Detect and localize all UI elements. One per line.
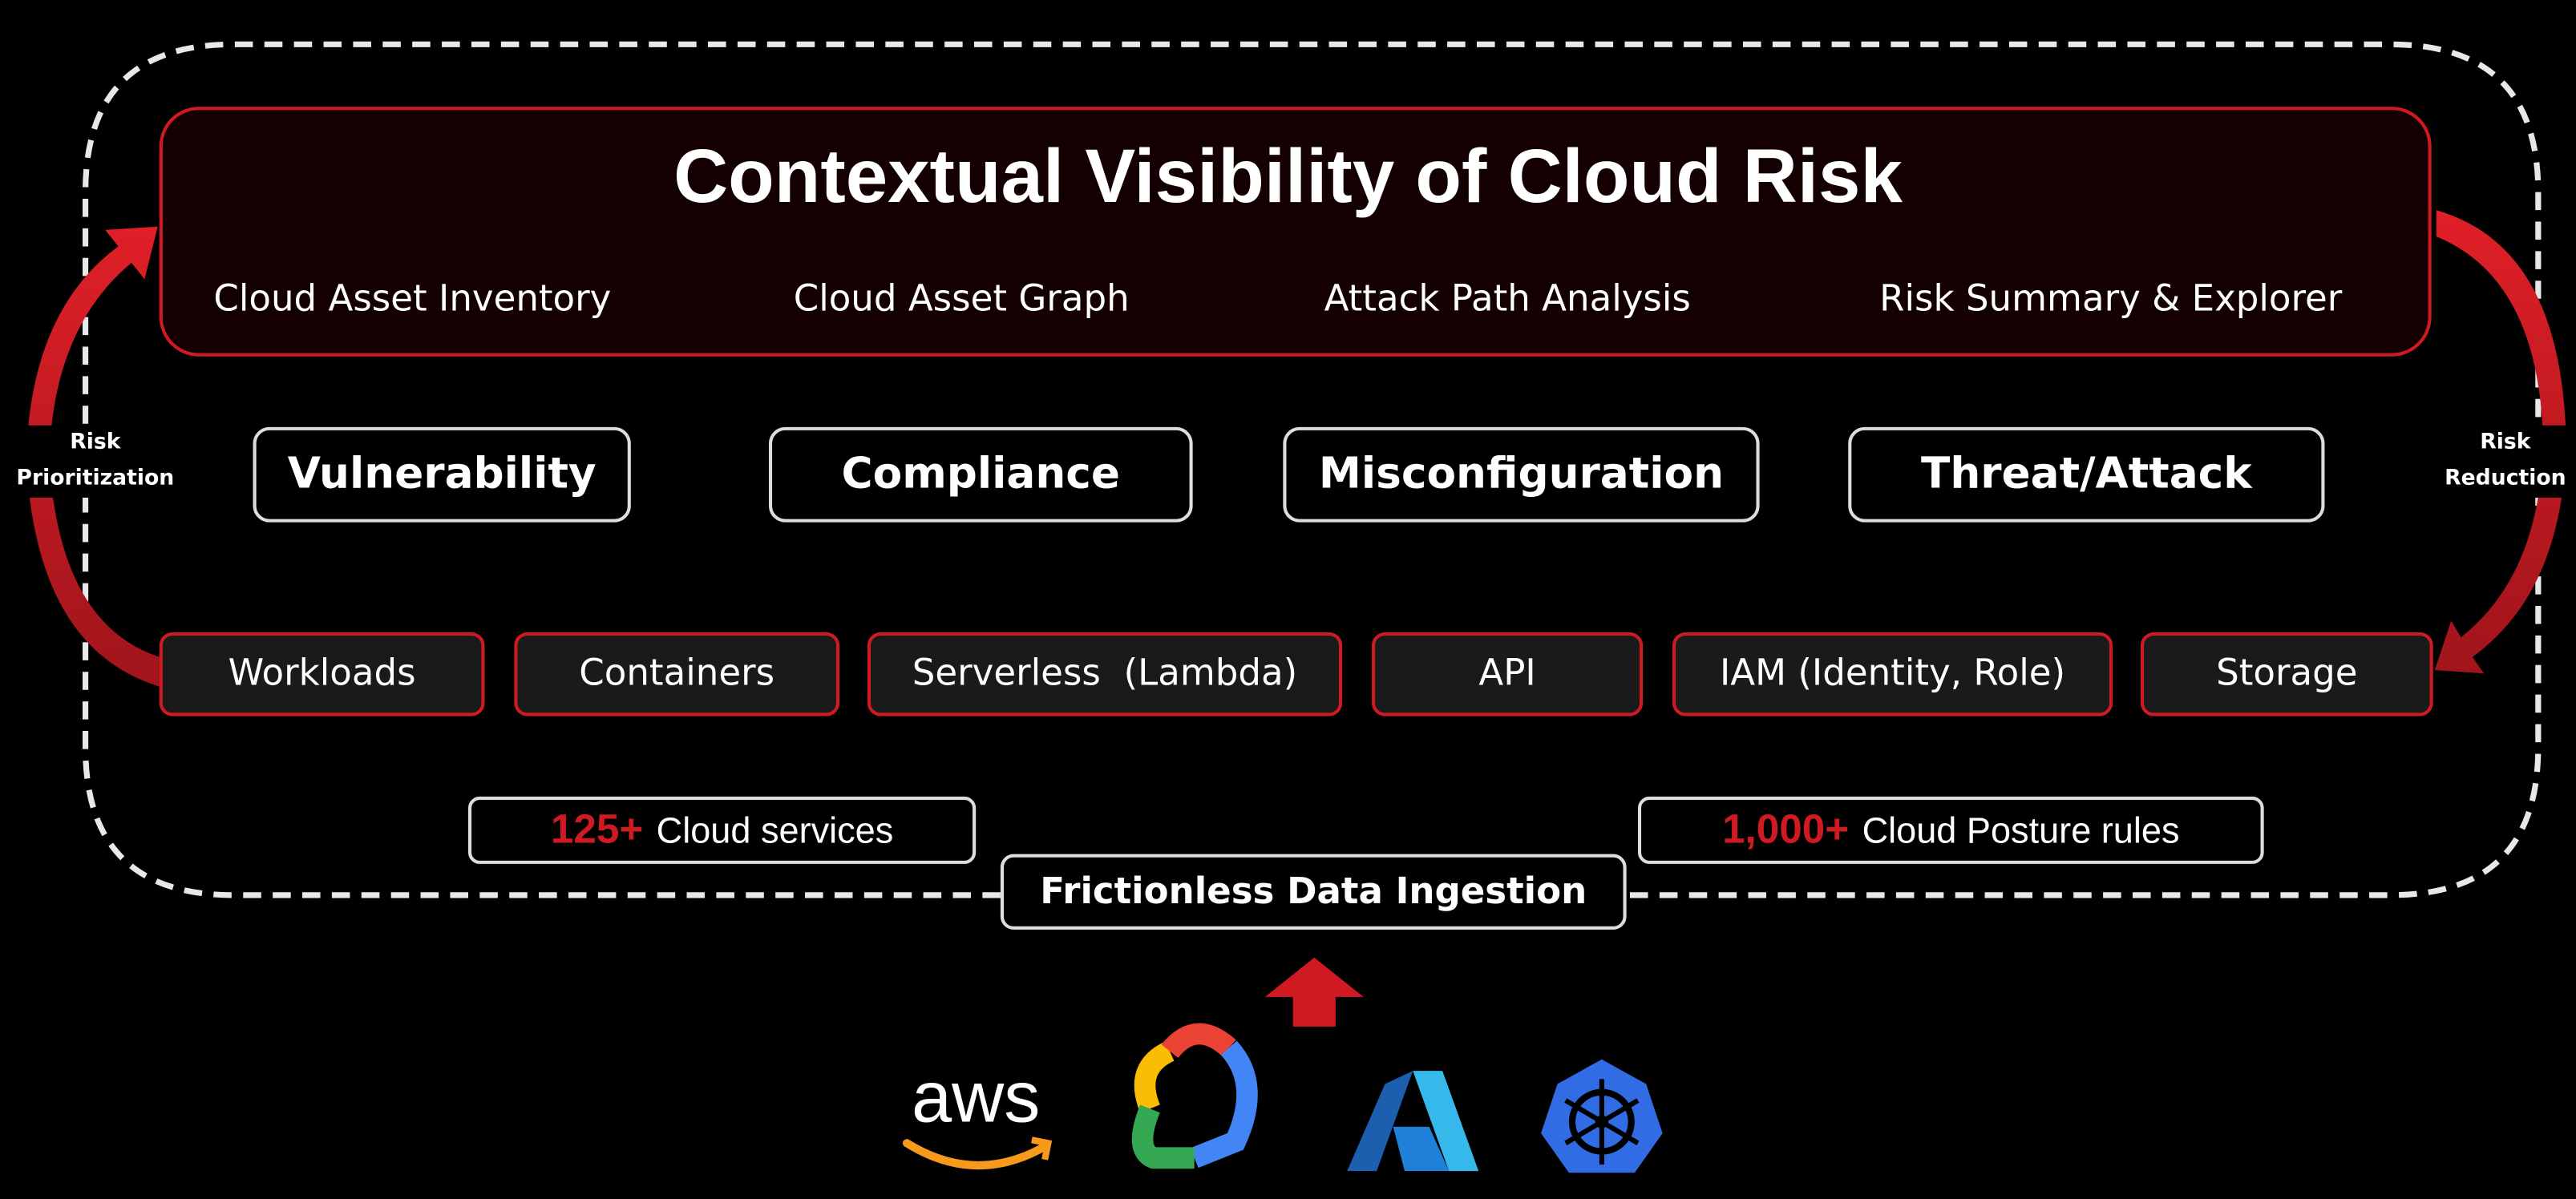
category-compliance: Compliance [768, 426, 1193, 523]
risk-prioritization-label: Risk Prioritization [6, 425, 184, 498]
data-ingestion-box: Frictionless Data Ingestion [1000, 854, 1627, 930]
stat-number: 1,000+ [1722, 806, 1850, 853]
stat-label: Cloud services [656, 809, 894, 850]
resource-containers: Containers [514, 632, 840, 717]
stat-number: 125+ [550, 806, 644, 853]
svg-text:aws: aws [912, 1057, 1040, 1138]
label-line: Prioritization [16, 466, 175, 491]
resource-api: API [1371, 632, 1644, 717]
aws-logo-icon: aws [902, 1057, 1053, 1170]
resource-serverless: Serverless (Lambda) [867, 632, 1343, 717]
azure-logo-icon [1347, 1071, 1479, 1172]
stat-cloud-services: 125+ Cloud services [467, 796, 977, 864]
contextual-visibility-panel [159, 107, 2432, 357]
resource-iam: IAM (Identity, Role) [1672, 632, 2113, 717]
capability-cloud-asset-inventory: Cloud Asset Inventory [213, 279, 612, 321]
label-line: Reduction [2445, 466, 2566, 491]
kubernetes-logo-icon [1541, 1059, 1663, 1173]
category-threat-attack: Threat/Attack [1848, 426, 2325, 523]
label-line: Risk [70, 430, 121, 455]
capability-attack-path-analysis: Attack Path Analysis [1324, 279, 1691, 321]
label-line: Risk [2480, 430, 2531, 455]
ingestion-up-arrow-icon [1264, 957, 1364, 1027]
google-cloud-logo-icon [1131, 1023, 1258, 1169]
risk-reduction-arrow [2434, 210, 2566, 674]
dashed-boundary [82, 41, 2542, 898]
resource-storage: Storage [2140, 632, 2433, 717]
category-misconfiguration: Misconfiguration [1283, 426, 1760, 523]
stat-label: Cloud Posture rules [1862, 809, 2180, 850]
page-title: Contextual Visibility of Cloud Risk [673, 132, 1903, 219]
risk-reduction-label: Risk Reduction [2434, 425, 2576, 498]
risk-prioritization-arrow [26, 226, 160, 687]
category-vulnerability: Vulnerability [253, 426, 631, 523]
stat-posture-rules: 1,000+ Cloud Posture rules [1637, 796, 2264, 864]
capability-risk-summary-explorer: Risk Summary & Explorer [1879, 279, 2343, 321]
capability-cloud-asset-graph: Cloud Asset Graph [793, 279, 1130, 321]
resource-workloads: Workloads [159, 632, 485, 717]
